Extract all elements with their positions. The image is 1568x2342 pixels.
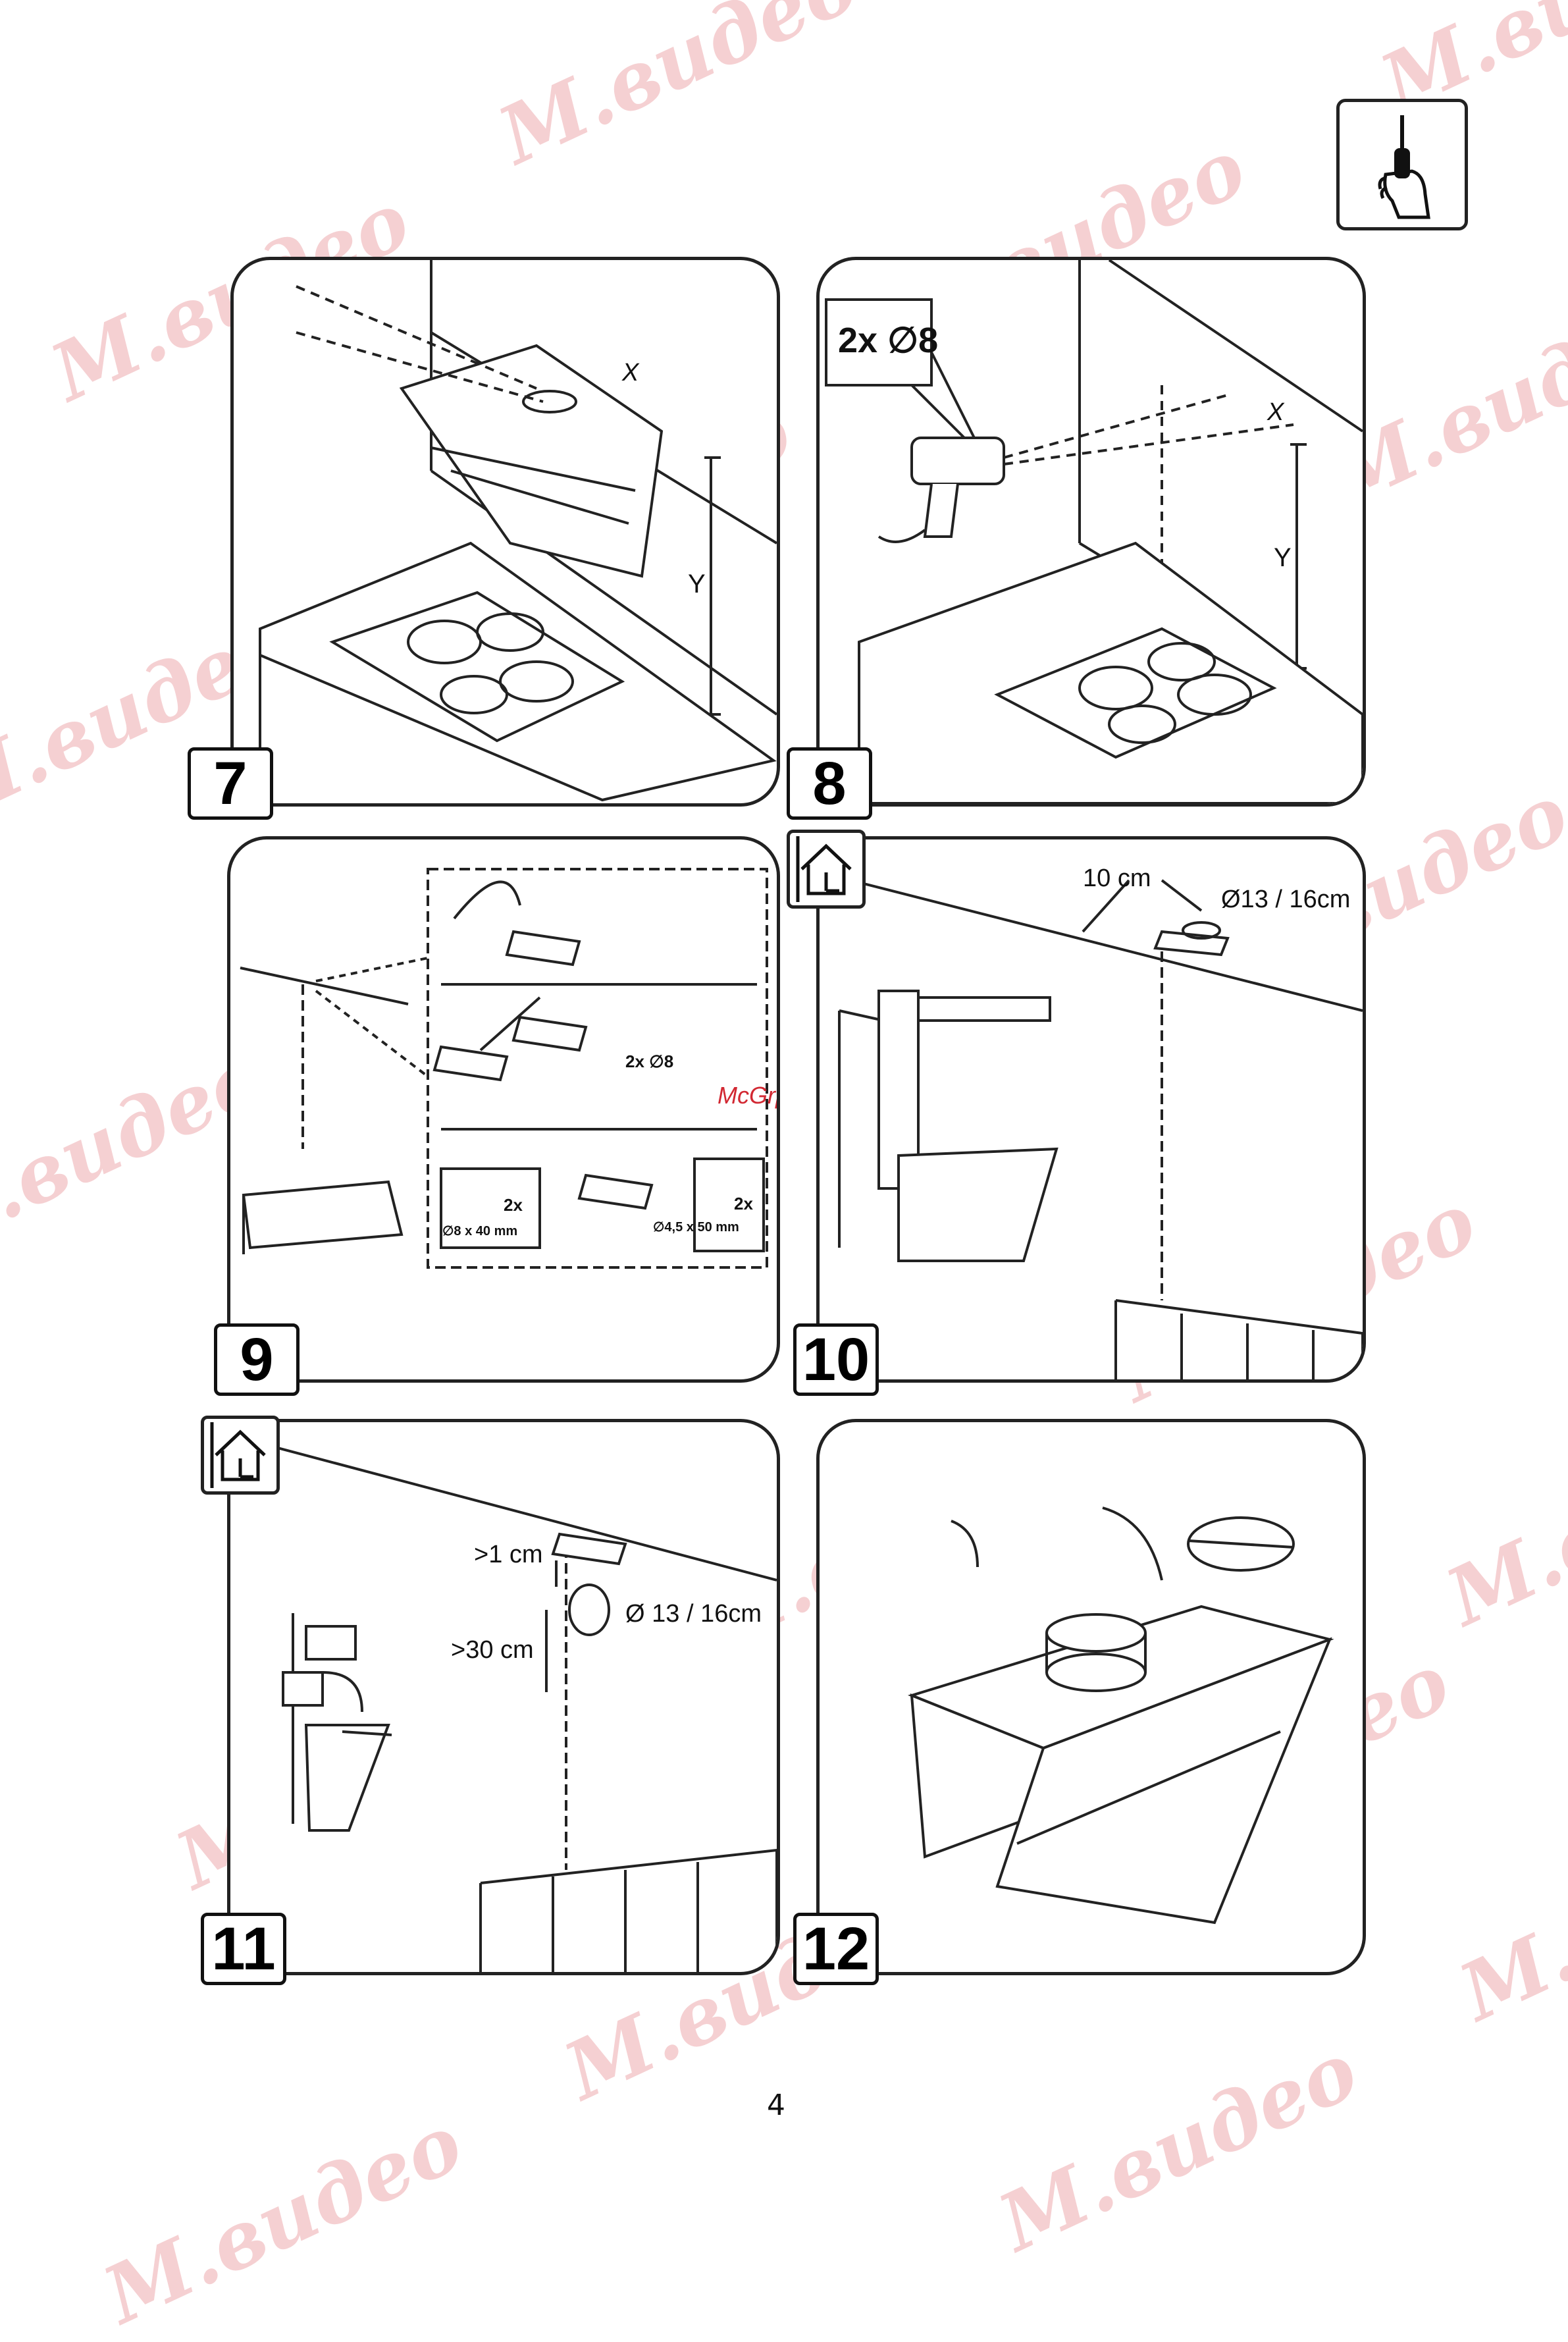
step-10-illustration (820, 839, 1363, 1379)
watermark: М.видео (985, 2024, 1371, 2270)
step-7-panel: X Y (230, 257, 780, 807)
screw-size-label: ∅4,5 x 50 mm (653, 1219, 739, 1235)
plug-quantity-label: 2x (504, 1195, 523, 1215)
step-10-panel: 10 cm Ø13 / 16cm (816, 836, 1366, 1383)
step-8-panel: 2x ∅8 X Y (816, 257, 1366, 807)
x-dimension-label: X (622, 359, 639, 387)
drill-size-label: 2x ∅8 (625, 1051, 673, 1072)
watermark: М.видео (485, 0, 871, 182)
step-12-panel (816, 1419, 1366, 1975)
duct-diameter-label: Ø 13 / 16cm (625, 1600, 762, 1628)
step-number-7: 7 (188, 747, 273, 820)
x-dimension-label: X (1267, 398, 1284, 427)
step-11-panel: >1 cm Ø 13 / 16cm >30 cm (227, 1419, 780, 1975)
watermark: М.видео (90, 2096, 476, 2342)
distance-label: >30 cm (451, 1636, 534, 1664)
step-number-9: 9 (214, 1323, 300, 1396)
step-number-11: 11 (201, 1913, 286, 1985)
drill-bit-label: 2x ∅8 (838, 319, 938, 361)
step-12-illustration (820, 1422, 1363, 1972)
source-label: McGrp.Ru (718, 1082, 780, 1109)
step-7-illustration (234, 260, 777, 803)
step-number-12: 12 (793, 1913, 879, 1985)
page-number: 4 (767, 2089, 785, 2122)
screw-quantity-label: 2x (734, 1194, 753, 1214)
watermark: М.видео (1433, 1398, 1568, 1644)
y-dimension-label: Y (1274, 543, 1292, 573)
step-9-illustration (230, 839, 777, 1379)
screwdriver-hand-icon (1336, 99, 1468, 230)
house-outlet-icon (787, 830, 866, 909)
watermark: М.видео (1446, 1794, 1568, 2039)
house-outlet-icon (201, 1416, 280, 1495)
y-dimension-label: Y (688, 570, 706, 599)
step-number-8: 8 (787, 747, 872, 820)
duct-diameter-label: Ø13 / 16cm (1221, 886, 1350, 914)
step-11-illustration (230, 1422, 777, 1972)
step-number-10: 10 (793, 1323, 879, 1396)
step-9-panel: 2x ∅8 2x ∅8 x 40 mm 2x ∅4,5 x 50 mm McGr… (227, 836, 780, 1383)
gap-label: >1 cm (474, 1541, 543, 1569)
distance-label: 10 cm (1083, 865, 1151, 893)
plug-size-label: ∅8 x 40 mm (442, 1223, 517, 1239)
